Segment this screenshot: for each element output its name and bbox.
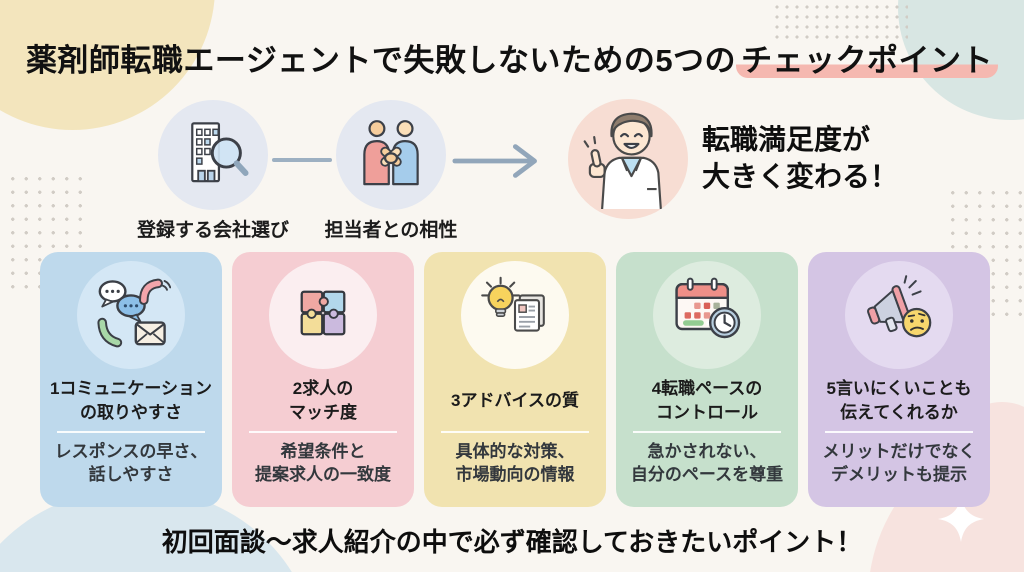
card-title: 3アドバイスの質 xyxy=(424,376,606,426)
flow-step-company-choice: 登録する会社選び xyxy=(128,100,298,242)
result-line2: 大きく変わる！ xyxy=(702,161,899,192)
card-advice-quality: 3アドバイスの質 具体的な対策、 市場動向の情報 xyxy=(424,252,606,507)
flow-step-circle xyxy=(336,100,446,210)
card-sub-line1: 具体的な対策、 xyxy=(455,442,575,461)
result-line1: 転職満足度が xyxy=(702,124,871,155)
card-sub-line2: 話しやすさ xyxy=(88,465,174,484)
pharmacist-thumbs-up-icon xyxy=(576,105,680,214)
card-sub-line2: 市場動向の情報 xyxy=(455,465,575,484)
calendar-clock-icon xyxy=(667,273,747,358)
card-icon-circle xyxy=(77,261,185,369)
card-title-line1: 1コミュニケーション xyxy=(49,379,213,398)
card-subtitle: 急かされない、 自分のペースを尊重 xyxy=(616,440,798,486)
card-job-match: 2求人の マッチ度 希望条件と 提案求人の一致度 xyxy=(232,252,414,507)
megaphone-face-icon xyxy=(859,273,939,358)
card-communication: 1コミュニケーション の取りやすさ レスポンスの早さ、 話しやすさ xyxy=(40,252,222,507)
card-title-line1: 2求人の xyxy=(292,379,354,398)
title-highlight-text: チェックポイント xyxy=(736,43,999,78)
lightbulb-documents-icon xyxy=(475,273,555,358)
flow-step-label: 登録する会社選び xyxy=(136,220,289,241)
card-subtitle: レスポンスの早さ、 話しやすさ xyxy=(40,440,222,486)
card-title-line1: 4転職ペースの xyxy=(651,379,763,398)
card-icon-circle xyxy=(269,261,377,369)
card-divider xyxy=(825,431,973,433)
card-sub-line2: 提案求人の一致度 xyxy=(255,465,391,484)
checkpoint-cards: 1コミュニケーション の取りやすさ レスポンスの早さ、 話しやすさ xyxy=(40,252,990,507)
card-title-line1: 3アドバイスの質 xyxy=(451,391,579,410)
card-sub-line2: デメリットも提示 xyxy=(831,465,967,484)
card-title-line2: の取りやすさ xyxy=(80,403,182,422)
flow-result-circle xyxy=(568,99,688,219)
arrow-right-icon xyxy=(452,141,548,186)
card-divider xyxy=(441,431,589,433)
flow-step-label: 担当者との相性 xyxy=(324,220,458,241)
flow-result-text: 転職満足度が 大きく変わる！ xyxy=(702,121,898,195)
card-subtitle: 希望条件と 提案求人の一致度 xyxy=(232,440,414,486)
card-title-line2: マッチ度 xyxy=(289,403,357,422)
card-subtitle: メリットだけでなく デメリットも提示 xyxy=(808,440,990,486)
card-divider xyxy=(57,431,205,433)
card-sub-line1: 希望条件と xyxy=(280,442,366,461)
card-honest-feedback: 5言いにくいことも 伝えてくれるか メリットだけでなく デメリットも提示 xyxy=(808,252,990,507)
card-title: 1コミュニケーション の取りやすさ xyxy=(40,376,222,426)
flow-step-circle xyxy=(158,100,268,210)
card-divider xyxy=(249,431,397,433)
card-subtitle: 具体的な対策、 市場動向の情報 xyxy=(424,440,606,486)
flow-step-agent-compatibility: 担当者との相性 xyxy=(306,100,476,242)
card-sub-line2: 自分のペースを尊重 xyxy=(630,465,784,484)
decor-dot-grid-top xyxy=(772,2,908,44)
card-divider xyxy=(633,431,781,433)
card-title-line2: 伝えてくれるか xyxy=(840,403,958,422)
flow-connector-line xyxy=(272,158,332,162)
card-icon-circle xyxy=(461,261,569,369)
card-sub-line1: メリットだけでなく xyxy=(822,442,976,461)
card-title: 5言いにくいことも 伝えてくれるか xyxy=(808,376,990,426)
sparkle-icon xyxy=(938,496,984,547)
card-sub-line1: レスポンスの早さ、 xyxy=(54,442,208,461)
card-title: 2求人の マッチ度 xyxy=(232,376,414,426)
title-text: 薬剤師転職エージェントで失敗しないための5つの xyxy=(25,43,737,78)
card-pace-control: 4転職ペースの コントロール 急かされない、 自分のペースを尊重 xyxy=(616,252,798,507)
card-title-line1: 5言いにくいことも xyxy=(826,379,972,398)
card-title: 4転職ペースの コントロール xyxy=(616,376,798,426)
card-icon-circle xyxy=(845,261,953,369)
puzzle-icon xyxy=(285,275,361,356)
card-icon-circle xyxy=(653,261,761,369)
handshake-icon xyxy=(354,116,428,195)
page-title: 薬剤師転職エージェントで失敗しないための5つのチェックポイント xyxy=(0,35,1024,80)
card-sub-line1: 急かされない、 xyxy=(647,442,767,461)
communication-icons xyxy=(91,273,172,358)
card-title-line2: コントロール xyxy=(656,403,758,422)
building-search-icon xyxy=(176,116,250,195)
footer-note: 初回面談〜求人紹介の中で必ず確認しておきたいポイント！ xyxy=(161,527,863,557)
